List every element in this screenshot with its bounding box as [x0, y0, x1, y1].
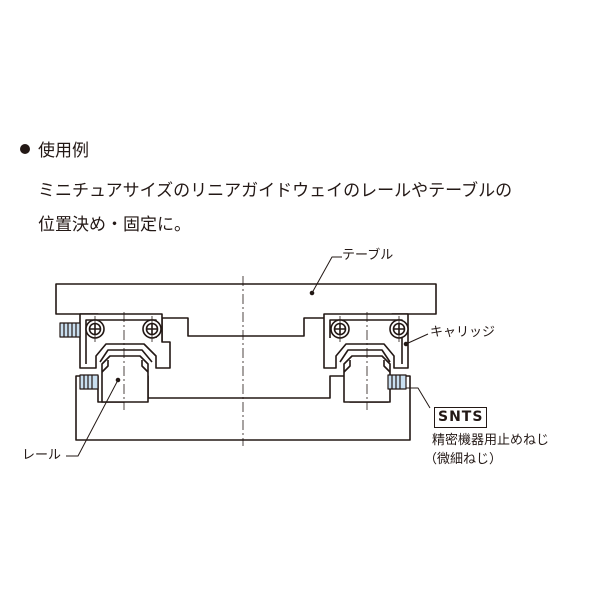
- label-table: テーブル: [342, 248, 394, 263]
- usage-heading: 使用例: [20, 140, 89, 162]
- usage-heading-text: 使用例: [38, 141, 89, 161]
- product-code-badge: SNTS: [434, 407, 488, 428]
- bullet-icon: [20, 144, 30, 154]
- label-product-note: （微細ねじ）: [424, 452, 503, 467]
- rail-right-groove: [343, 360, 391, 373]
- set-screw-icon: [387, 374, 407, 390]
- description-line-1: ミニチュアサイズのリニアガイドウェイのレールやテーブルの: [38, 181, 513, 201]
- label-rail: レール: [22, 448, 62, 463]
- carriage-right-inner: [329, 319, 403, 364]
- label-product-name: 精密機器用止めねじ: [432, 433, 550, 448]
- set-screw-icon: [59, 322, 81, 338]
- label-carriage: キャリッジ: [430, 325, 496, 340]
- usage-description: ミニチュアサイズのリニアガイドウェイのレールやテーブルの 位置決め・固定に。: [38, 174, 512, 242]
- rail-left-groove: [101, 360, 149, 373]
- rail-left: [101, 355, 149, 403]
- description-line-2: 位置決め・固定に。: [38, 215, 191, 235]
- leader-lines: [66, 256, 431, 457]
- centre-lines: [94, 276, 400, 446]
- set-screw-icon: [79, 374, 99, 390]
